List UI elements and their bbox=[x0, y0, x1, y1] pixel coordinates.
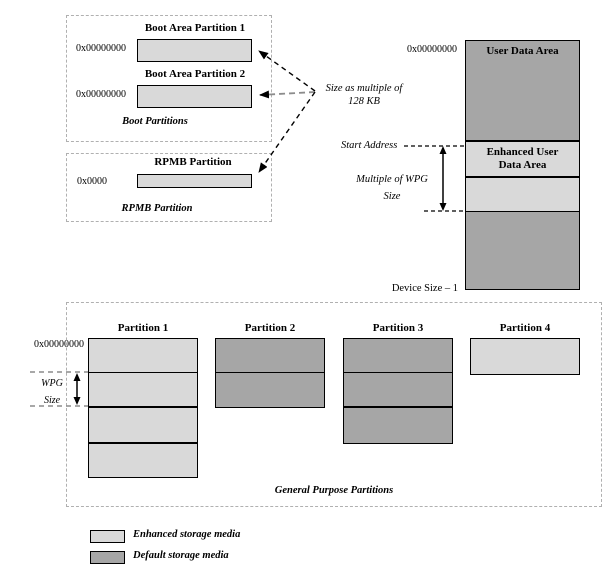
user-data-area-segment: User Data Area bbox=[466, 41, 579, 142]
boot-area-partition-1-address: 0x00000000 bbox=[76, 43, 126, 54]
default-lower-segment bbox=[466, 212, 579, 289]
wpg-size-label-line2: Size bbox=[43, 395, 61, 406]
multiple-of-wpg-line2: Size bbox=[383, 191, 401, 202]
wpg-size-label: WPG Size bbox=[34, 375, 70, 409]
device-column-top-address: 0x00000000 bbox=[407, 44, 457, 55]
gp-partition-1-block bbox=[88, 338, 198, 478]
legend-enhanced-label: Enhanced storage media bbox=[133, 529, 241, 540]
user-data-area-label: User Data Area bbox=[486, 45, 559, 57]
boot-area-partition-1-block bbox=[137, 39, 252, 62]
legend-default-label: Default storage media bbox=[133, 550, 229, 561]
rpmb-partition-address: 0x0000 bbox=[77, 176, 107, 187]
device-memory-column: User Data Area Enhanced User Data Area bbox=[465, 40, 580, 290]
gp-partition-3-block bbox=[343, 338, 453, 444]
arrow-down-head bbox=[439, 203, 447, 211]
arrow-up-head bbox=[439, 146, 447, 154]
partition-segment bbox=[89, 339, 197, 373]
boot-area-partition-1-title: Boot Area Partition 1 bbox=[144, 22, 246, 34]
gp-partition-2-block bbox=[215, 338, 325, 408]
partition-segment bbox=[344, 408, 452, 443]
partition-segment bbox=[344, 373, 452, 408]
gp-partition-1-address: 0x00000000 bbox=[34, 339, 84, 350]
boot-area-partition-2-title: Boot Area Partition 2 bbox=[144, 68, 246, 80]
gp-partition-4-title: Partition 4 bbox=[499, 322, 551, 334]
gp-partition-3-title: Partition 3 bbox=[372, 322, 424, 334]
general-purpose-partitions-caption: General Purpose Partitions bbox=[274, 485, 394, 496]
enhanced-user-data-area-label-line1: Enhanced User bbox=[486, 146, 559, 158]
partition-segment bbox=[344, 339, 452, 373]
partition-segment bbox=[89, 373, 197, 408]
gp-partition-1-title: Partition 1 bbox=[117, 322, 169, 334]
size-note-line1: Size as multiple of bbox=[325, 83, 403, 94]
partition-segment bbox=[89, 444, 197, 477]
legend-default-swatch bbox=[90, 551, 125, 564]
partition-segment bbox=[216, 373, 324, 407]
boot-partitions-caption: Boot Partitions bbox=[122, 116, 188, 127]
size-note-line2: 128 KB bbox=[348, 96, 380, 107]
enhanced-user-data-area-segment: Enhanced User Data Area bbox=[466, 142, 579, 178]
size-note: Size as multiple of 128 KB bbox=[318, 82, 410, 108]
rpmb-group-box bbox=[66, 153, 272, 222]
boot-area-partition-2-address: 0x00000000 bbox=[76, 89, 126, 100]
gp-partition-2-title: Partition 2 bbox=[244, 322, 296, 334]
start-address-label: Start Address bbox=[341, 140, 398, 151]
legend-enhanced-swatch bbox=[90, 530, 125, 543]
device-size-label: Device Size – 1 bbox=[391, 283, 458, 294]
rpmb-partition-title: RPMB Partition bbox=[154, 156, 232, 168]
gp-partition-4-block bbox=[470, 338, 580, 375]
general-purpose-partitions-box bbox=[66, 302, 602, 507]
rpmb-partition-block bbox=[137, 174, 252, 188]
enhanced-user-data-area-label-line2: Data Area bbox=[498, 159, 547, 171]
rpmb-partition-caption: RPMB Partition bbox=[121, 203, 193, 214]
boot-area-partition-2-block bbox=[137, 85, 252, 108]
multiple-of-wpg-line1: Multiple of WPG bbox=[356, 174, 428, 185]
wpg-size-label-line1: WPG bbox=[41, 378, 63, 389]
multiple-of-wpg-label: Multiple of WPG Size bbox=[352, 171, 432, 205]
partition-segment bbox=[216, 339, 324, 373]
partition-segment bbox=[471, 339, 579, 374]
partition-segment bbox=[89, 408, 197, 444]
enhanced-extra-segment bbox=[466, 178, 579, 212]
